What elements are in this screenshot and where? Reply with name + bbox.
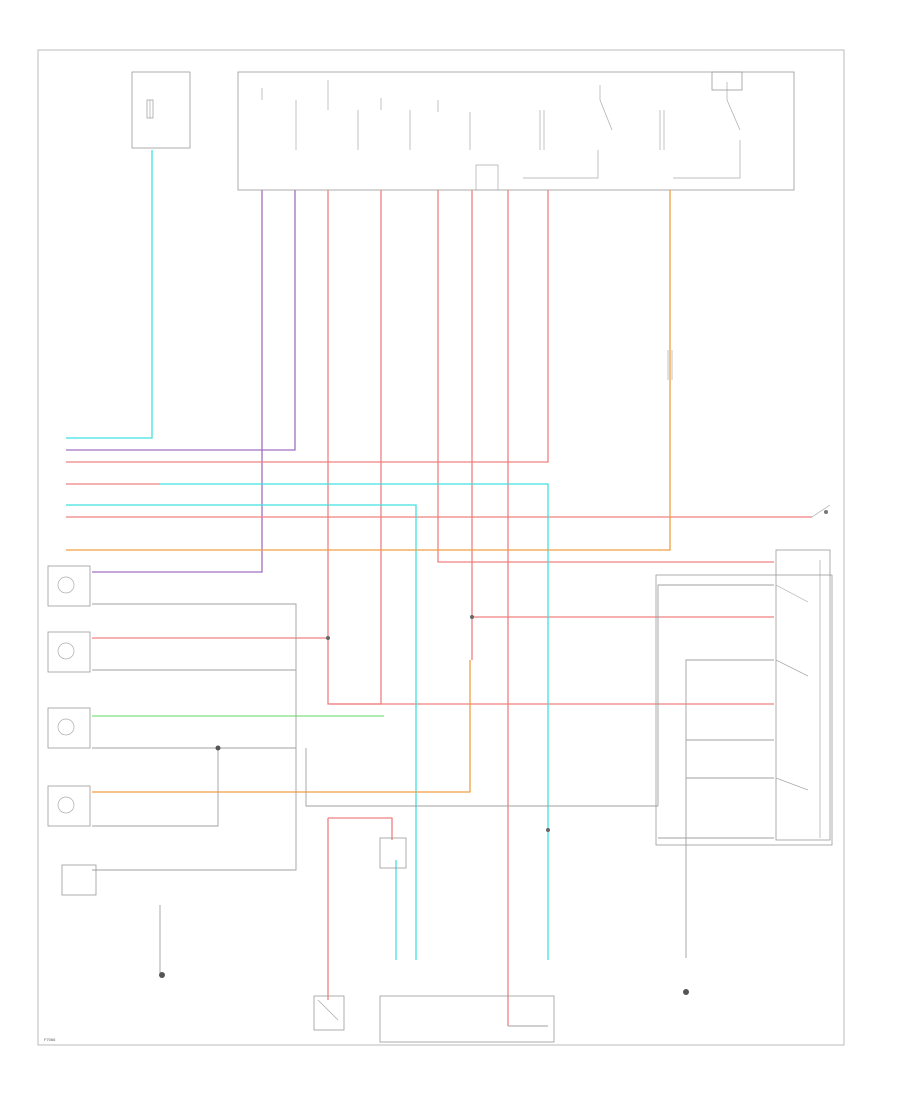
fuse-top-right xyxy=(711,71,743,91)
main-module xyxy=(237,71,795,191)
ground-right xyxy=(683,989,689,995)
instrument-cluster xyxy=(61,864,97,896)
module-switch-1 xyxy=(539,85,613,150)
wire-purple-1 xyxy=(66,190,296,451)
wire-cyan-fuse xyxy=(66,150,153,439)
module-section-2 xyxy=(327,80,359,150)
ground-left xyxy=(159,972,165,978)
diagram-frame xyxy=(37,49,845,1046)
left-headlight-low xyxy=(47,565,91,607)
ignition-fuse-panel xyxy=(131,71,191,149)
fog-lamp-relay xyxy=(655,574,833,846)
module-switch-2 xyxy=(659,82,741,150)
wire-red-4 xyxy=(437,190,774,563)
wire-orange-1 xyxy=(66,190,671,551)
wire-orange-2 xyxy=(92,660,471,793)
wire-red-1 xyxy=(66,190,549,463)
wire-cyan-3 xyxy=(66,504,417,960)
wire-red-3 xyxy=(327,190,382,705)
splice-center xyxy=(326,615,550,832)
ground-mid xyxy=(215,745,221,751)
wire-purple-2 xyxy=(92,190,263,573)
wire-red-11 xyxy=(328,817,393,840)
ground-wires xyxy=(92,584,774,1027)
resistor-right xyxy=(667,350,673,380)
wire-red-2 xyxy=(92,190,329,639)
diagram-id: F7066 xyxy=(44,1037,56,1042)
module-section-3 xyxy=(380,98,411,150)
left-headlight-high xyxy=(47,707,91,749)
right-headlight-low xyxy=(47,631,91,673)
module-section-1 xyxy=(261,88,297,150)
wire-cyan-2 xyxy=(160,483,549,960)
dimmer-switch xyxy=(811,504,831,518)
transmission-range-sensor xyxy=(313,837,555,1043)
headlight-switch xyxy=(775,549,831,841)
right-headlight-high xyxy=(47,785,91,827)
module-section-4 xyxy=(437,100,471,150)
